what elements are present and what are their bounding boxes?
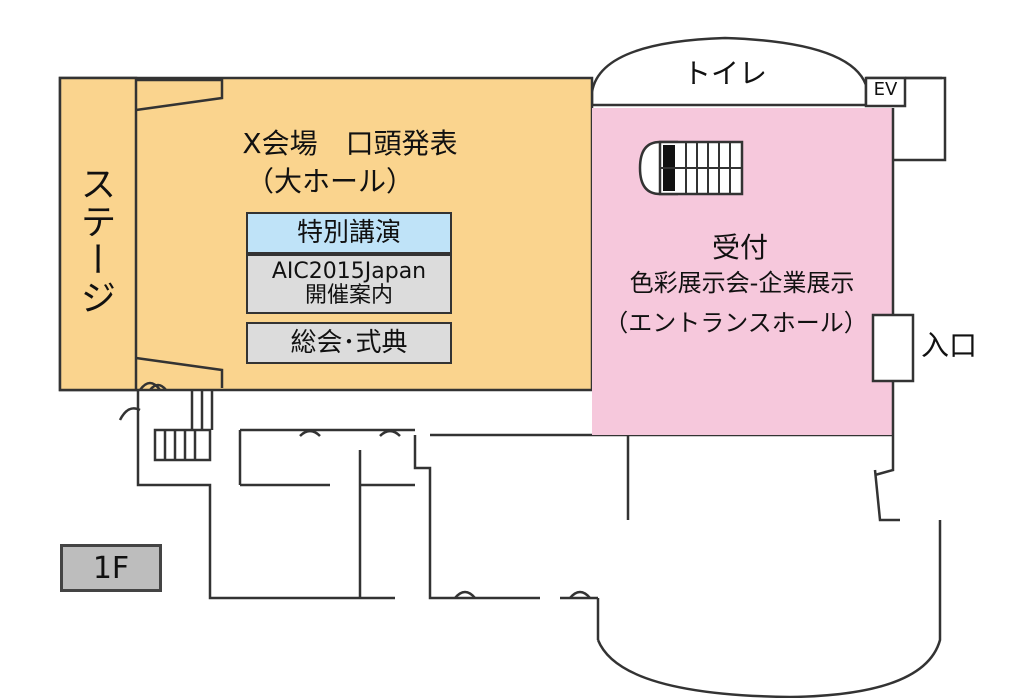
stage-edge-line [135, 356, 224, 388]
hall-x-title: X会場 口頭発表 [242, 127, 458, 160]
floor-badge-label: 1F [92, 550, 130, 586]
elevator-box [864, 76, 907, 108]
door-swing [569, 590, 591, 599]
entrance-door [871, 313, 915, 383]
door-swing [379, 429, 401, 437]
opening-info-line2: 開催案内 [304, 283, 393, 308]
exhibition-label: 色彩展示会-企業展示 [629, 269, 855, 297]
opening-info-box: AIC2015Japan 開催案内 [246, 254, 452, 314]
stage-area [58, 76, 138, 392]
door-swing [118, 407, 141, 421]
special-lecture-label: 特別講演 [296, 217, 401, 248]
corridor-wall [874, 435, 895, 477]
stage-edge-line [135, 78, 224, 112]
elevator-label: EV [873, 79, 898, 100]
elevator-shaft-wall [893, 76, 947, 162]
general-meeting-box: 総会･式典 [246, 322, 452, 364]
corridor-wall [873, 469, 900, 522]
special-lecture-box: 特別講演 [246, 212, 452, 254]
hall-x-subtitle: （大ホール） [245, 165, 414, 198]
corridor-wall [413, 435, 540, 600]
door-swing [454, 590, 476, 599]
toilet-wall [590, 36, 868, 105]
general-meeting-label: 総会･式典 [290, 327, 408, 358]
opening-info-line1: AIC2015Japan [271, 258, 427, 284]
spiral-stairs [638, 140, 744, 196]
rotunda-wall [596, 520, 942, 698]
stairs-lower [153, 428, 212, 462]
reception-label: 受付 [711, 231, 768, 264]
entrance-label: 入口 [920, 329, 977, 362]
service-wall [136, 390, 395, 600]
door-swing [299, 429, 321, 437]
stage-label: ステージ [74, 165, 116, 317]
floor-badge: 1F [60, 544, 162, 592]
entrance-hall-label: （エントランスホール） [604, 309, 868, 337]
toilet-label: トイレ [682, 57, 767, 90]
